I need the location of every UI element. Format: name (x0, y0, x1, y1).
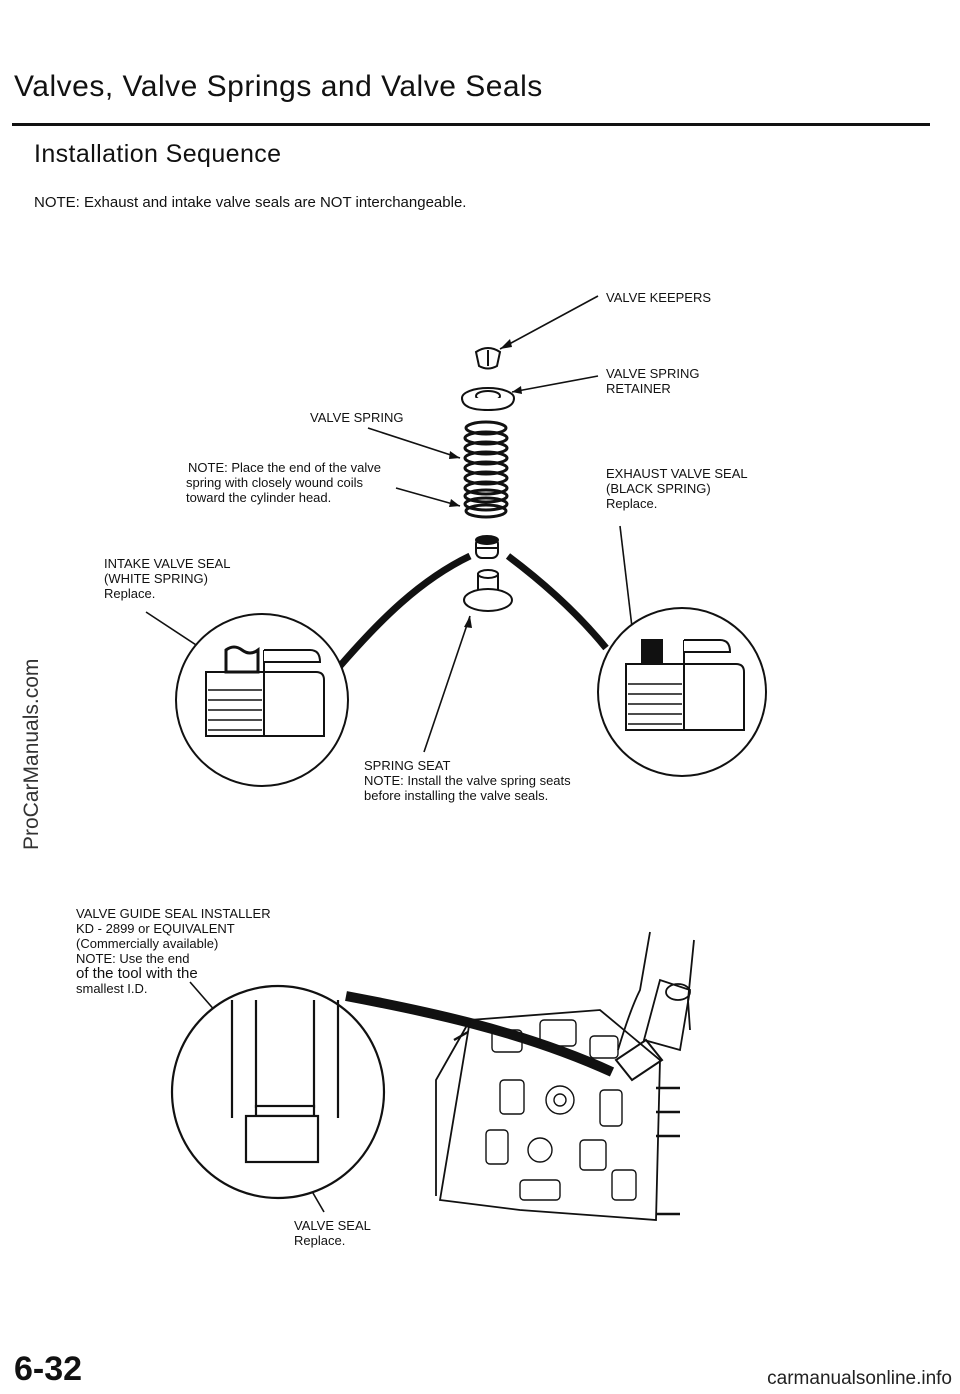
swoosh-bottom (345, 991, 615, 1077)
title-rule (12, 123, 930, 126)
valve-spring-part (463, 420, 509, 519)
valve-seal-part (475, 535, 499, 559)
footer-watermark: carmanualsonline.info (767, 1368, 952, 1389)
leader-spring-seat (423, 615, 471, 753)
label-valve-spring-note: NOTE: Place the end of the valve spring … (186, 460, 381, 505)
label-intake-seal: INTAKE VALVE SEAL (WHITE SPRING) Replace… (104, 556, 231, 601)
exhaust-seal-detail (597, 607, 767, 777)
label-spring-seat: SPRING SEAT NOTE: Install the valve spri… (364, 758, 571, 803)
label-valve-keepers: VALVE KEEPERS (606, 290, 712, 305)
spring-seat-part (463, 569, 513, 612)
valve-keepers-part (474, 347, 502, 370)
retainer-part (461, 387, 515, 412)
swoosh-right (505, 553, 609, 651)
label-installer: VALVE GUIDE SEAL INSTALLER KD - 2899 or … (76, 906, 271, 996)
cylinder-head-sketch (435, 931, 695, 1221)
installer-tool-detail (170, 984, 386, 1200)
page-number: 6-32 (14, 1350, 83, 1388)
leader-valve-spring (367, 427, 461, 459)
leader-valve-keepers (499, 295, 599, 350)
section-subtitle: Installation Sequence (34, 140, 282, 168)
leader-retainer (511, 375, 599, 393)
interchange-note: NOTE: Exhaust and intake valve seals are… (34, 194, 467, 211)
leader-spring-note (395, 487, 461, 507)
label-exhaust-seal: EXHAUST VALVE SEAL (BLACK SPRING) Replac… (606, 466, 748, 511)
label-valve-seal: VALVE SEAL Replace. (294, 1218, 371, 1248)
side-watermark: ProCarManuals.com (20, 658, 43, 850)
label-valve-spring: VALVE SPRING (310, 410, 404, 425)
label-valve-spring-retainer: VALVE SPRING RETAINER (606, 366, 700, 396)
intake-seal-detail (175, 613, 349, 787)
swoosh-left (337, 552, 472, 669)
page-title: Valves, Valve Springs and Valve Seals (14, 70, 543, 103)
